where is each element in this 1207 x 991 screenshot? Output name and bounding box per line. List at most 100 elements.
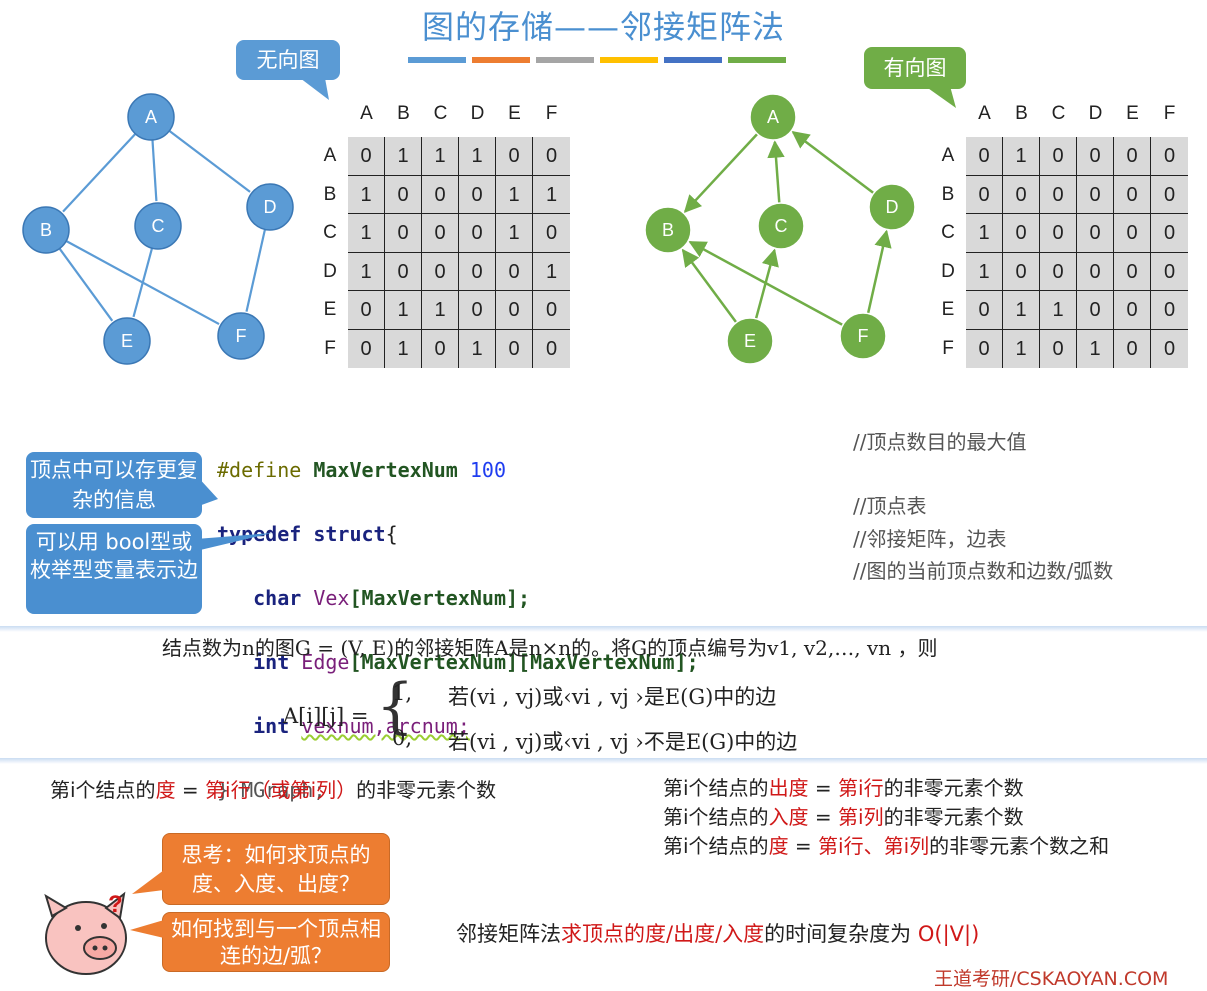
svg-text:A: A (767, 107, 779, 127)
degree-note-out: 第i个结点的出度 = 第i行的非零元素个数 (663, 776, 1024, 800)
matrix-row-header: D (941, 260, 955, 282)
matrix-cell: 0 (496, 137, 533, 176)
node-A: A (749, 93, 797, 141)
svg-text:C: C (152, 216, 165, 236)
directed-label-tail (925, 86, 956, 108)
matrix-col-header: B (1015, 103, 1028, 124)
matrix-cell: 0 (1114, 329, 1151, 368)
arc-C-A (767, 140, 785, 204)
degree-note-total: 第i个结点的度 = 第i行、第i列的非零元素个数之和 (663, 834, 1110, 858)
matrix-cell: 1 (1040, 291, 1077, 330)
arc-F-D (866, 229, 892, 314)
edge-A-C (151, 139, 158, 202)
arc-D-A (791, 131, 875, 195)
edge-A-D (168, 129, 251, 193)
matrix-row-header: E (941, 299, 955, 320)
matrix-cell: 0 (1151, 137, 1188, 176)
matrix-cell: 0 (1077, 252, 1114, 291)
accent-bar (600, 57, 658, 63)
matrix-cell: 0 (1003, 175, 1040, 214)
matrix-cell: 0 (385, 252, 422, 291)
matrix-cell: 1 (348, 214, 385, 253)
matrix-col-header: F (545, 103, 558, 124)
matrix-cell: 0 (1077, 291, 1114, 330)
accent-bar (472, 57, 530, 63)
matrix-cell: 0 (422, 214, 459, 253)
matrix-cell: 1 (1003, 137, 1040, 176)
matrix-cell: 0 (385, 214, 422, 253)
matrix-cell: 0 (496, 252, 533, 291)
matrix-row-header: E (323, 299, 337, 320)
callout-think-degree: 思考：如何求顶点的度、入度、出度？ (162, 833, 390, 905)
arc-A-B (683, 132, 759, 213)
callout-vertex-info: 顶点中可以存更复杂的信息 (26, 452, 202, 518)
matrix-cell: 1 (1077, 329, 1114, 368)
svg-text:A: A (145, 107, 157, 127)
comment-nums: //图的当前顶点数和边数/弧数 (853, 559, 1114, 583)
accent-bar (408, 57, 466, 63)
matrix-cell: 0 (1151, 253, 1188, 291)
matrix-cell: 0 (1003, 214, 1040, 253)
edge-A-B (62, 133, 137, 213)
comment-maxnum: //顶点数目的最大值 (853, 430, 1027, 454)
matrix-cell: 0 (1040, 214, 1077, 253)
matrix-cell: 1 (385, 291, 422, 330)
matrix-cell: 0 (966, 137, 1003, 176)
matrix-cell: 0 (1151, 214, 1188, 253)
matrix-cell: 1 (1003, 291, 1040, 330)
matrix-cell: 0 (1114, 137, 1151, 176)
section-divider-top (0, 626, 1207, 632)
matrix-cell: 0 (533, 137, 570, 176)
arc-F-B (688, 240, 844, 327)
definition-intro: 结点数为n的图G = (V, E)的邻接矩阵A是n×n的。将G的顶点编号为v1,… (162, 636, 938, 660)
matrix-row-header: F (942, 337, 954, 359)
code-line-nums: int vexnum,arcnum; (253, 714, 470, 738)
accent-bar (536, 57, 594, 63)
matrix-cell: 0 (545, 337, 558, 360)
svg-text:D: D (886, 197, 899, 217)
accent-bar (664, 57, 722, 63)
svg-text:D: D (264, 197, 277, 217)
matrix-cell: 0 (1114, 175, 1151, 214)
matrix-col-header: C (1051, 103, 1066, 124)
matrix-cell: 1 (1003, 329, 1040, 368)
node-B: B (22, 206, 70, 254)
degree-note-in: 第i个结点的入度 = 第i列的非零元素个数 (663, 805, 1024, 829)
matrix-cell: 0 (1114, 291, 1151, 330)
node-C: C (757, 202, 805, 250)
case-one-condition: 若(vi , vj)或‹vi , vj ›是E(G)中的边 (448, 685, 777, 709)
svg-text:?: ? (108, 891, 123, 918)
edge-B-E (58, 247, 114, 322)
matrix-cell: 0 (1040, 137, 1077, 176)
matrix-col-header: C (433, 103, 448, 124)
code-line-typedef: typedef struct{ (217, 522, 398, 546)
matrix-col-header: F (1163, 103, 1176, 124)
matrix-row-header: C (941, 222, 955, 243)
matrix-cell: 1 (533, 176, 570, 214)
edge-D-F (245, 229, 267, 312)
code-line-edge: int Edge[MaxVertexNum][MaxVertexNum]; (253, 650, 699, 674)
node-A: A (127, 93, 175, 141)
matrix-row-header: F (324, 337, 336, 359)
node-E: E (726, 317, 774, 365)
matrix-cell: 0 (1003, 252, 1040, 291)
matrix-cell: 1 (966, 214, 1003, 253)
matrix-cell: 0 (1040, 329, 1077, 368)
code-line-close: } MGraph; (217, 778, 326, 802)
undirected-label: 无向图 (236, 40, 340, 80)
matrix-cell: 1 (348, 175, 385, 214)
matrix-cell: 0 (422, 252, 459, 291)
callout-tails (196, 475, 272, 551)
matrix-cell: 1 (422, 291, 459, 330)
code-block: #define MaxVertexNum 100 typedef struct{… (217, 422, 699, 838)
definition-lhs: A[i][j] = (283, 704, 369, 728)
matrix-cell: 0 (459, 175, 496, 214)
matrix-cell: 0 (1163, 337, 1176, 360)
orange-callout-tails (130, 870, 164, 938)
matrix-col-header: E (508, 103, 521, 124)
case-zero-condition: 若(vi , vj)或‹vi , vj ›不是E(G)中的边 (448, 730, 798, 754)
